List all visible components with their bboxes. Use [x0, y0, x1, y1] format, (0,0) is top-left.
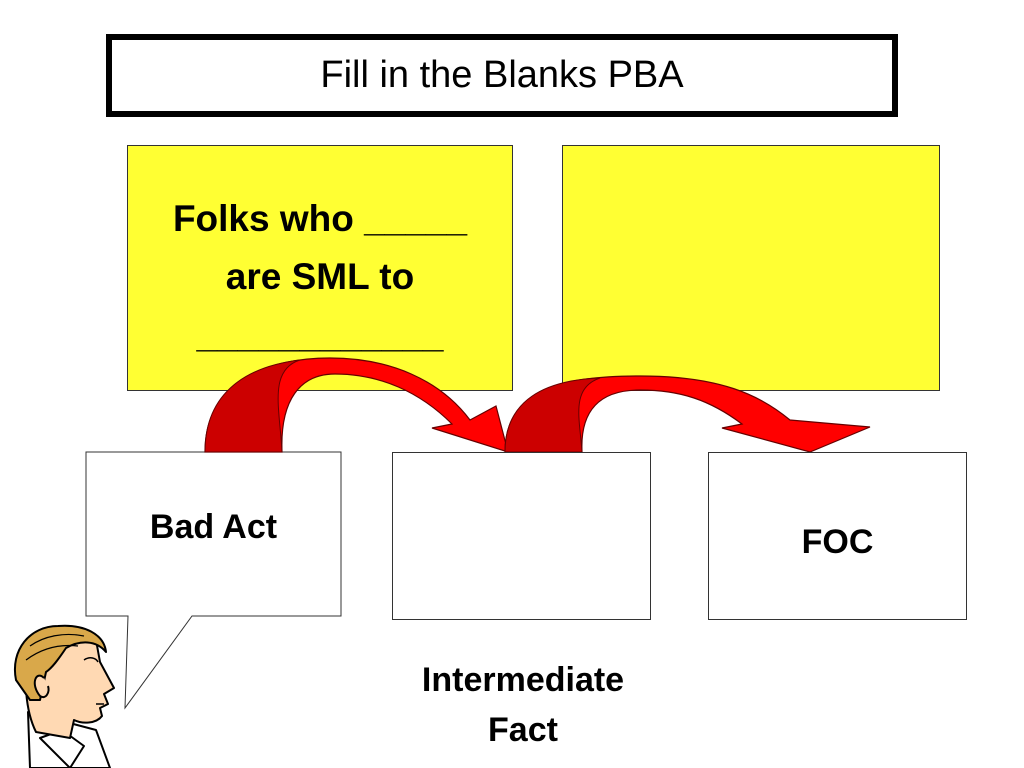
bad-act-label: Bad Act	[149, 508, 278, 546]
intermediate-fact-caption: Intermediate Fact	[421, 661, 625, 749]
page-title: Fill in the Blanks PBA	[320, 54, 684, 96]
curved-arrow-icon	[504, 375, 871, 453]
intermediate-fact-box[interactable]	[392, 452, 651, 620]
answer-box[interactable]	[562, 145, 940, 391]
curved-arrow-icon	[204, 357, 509, 453]
rule-text: Folks who _____ are SML to ____________	[172, 198, 468, 355]
bad-act-speech-bubble[interactable]	[85, 451, 342, 710]
foc-box[interactable]: FOC	[708, 452, 967, 620]
rule-box: Folks who _____ are SML to ____________	[127, 145, 513, 391]
foc-label: FOC	[801, 522, 874, 561]
man-profile-icon	[13, 624, 115, 768]
title-box: Fill in the Blanks PBA	[106, 34, 898, 117]
